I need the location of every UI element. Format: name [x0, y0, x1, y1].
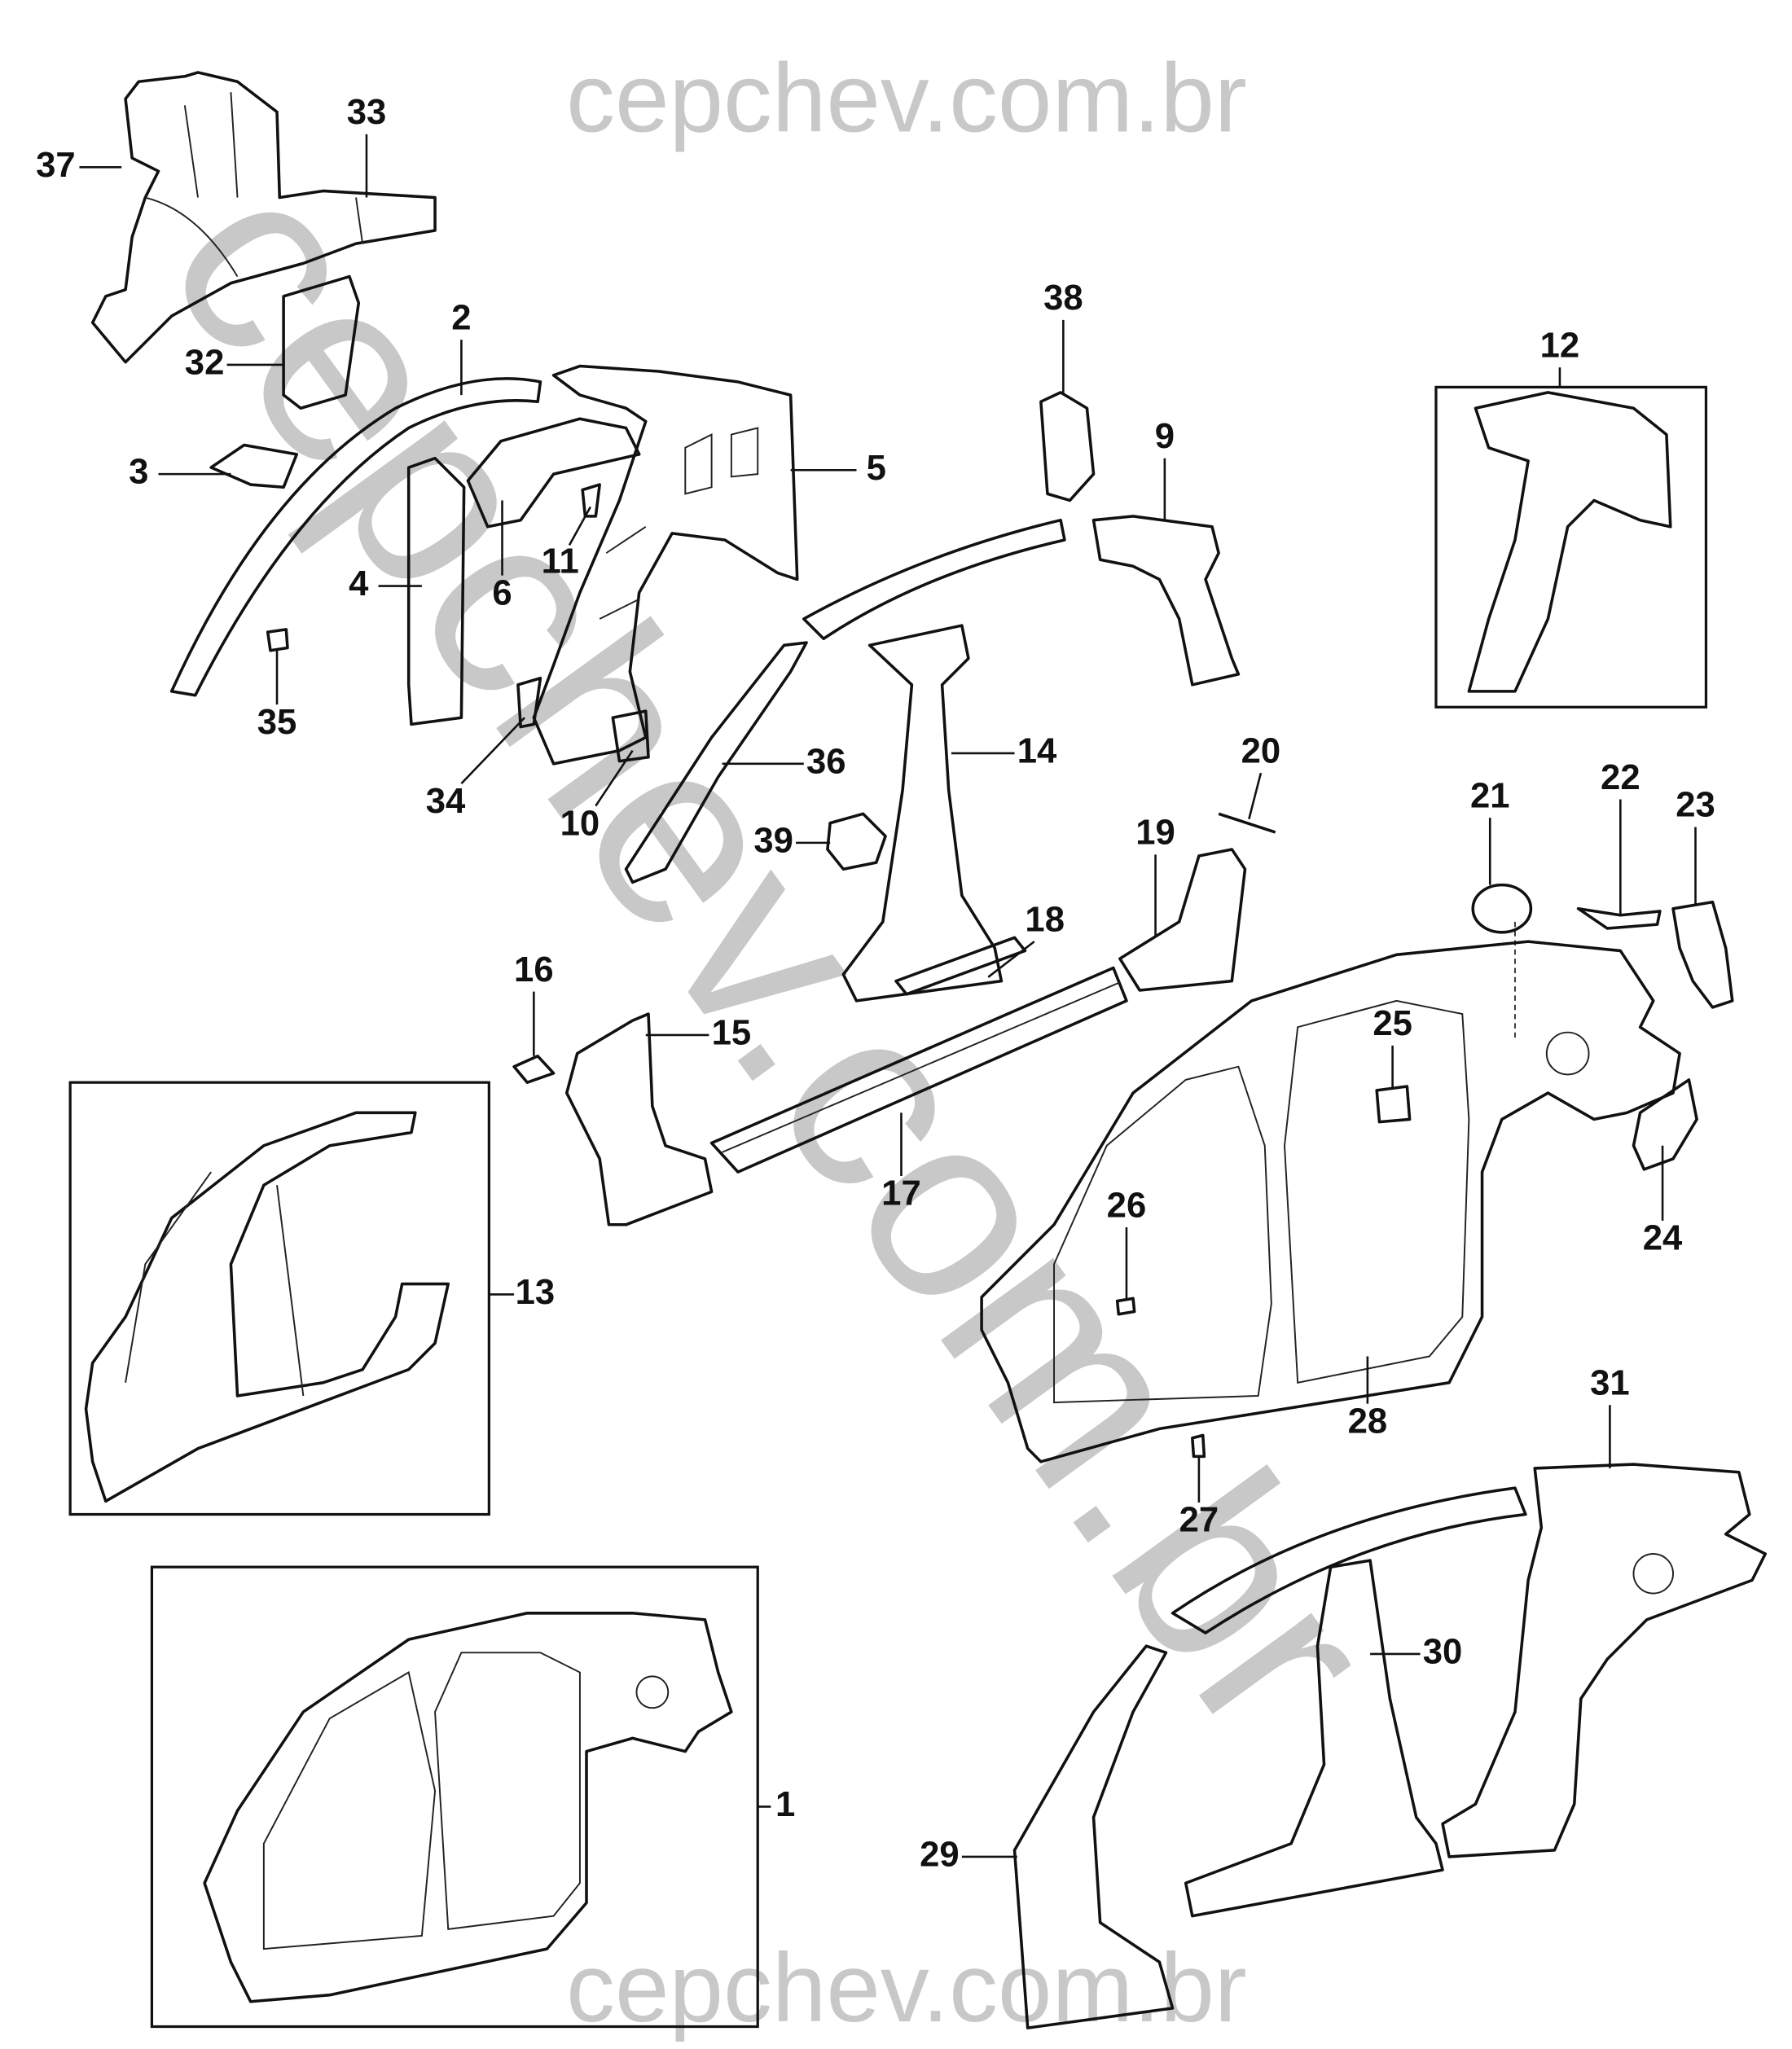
callout-30: 30 — [1423, 1631, 1463, 1671]
callout-32: 32 — [185, 342, 225, 382]
callout-9: 9 — [1155, 416, 1175, 456]
callout-37: 37 — [36, 145, 76, 185]
part-24 — [1632, 1078, 1698, 1171]
callout-22: 22 — [1601, 757, 1640, 797]
callout-16: 16 — [514, 950, 554, 989]
part-35 — [266, 628, 289, 652]
callout-6: 6 — [492, 573, 512, 612]
part-9 — [1091, 515, 1241, 687]
part-23 — [1671, 900, 1734, 1009]
part-11 — [581, 483, 601, 518]
part-16 — [512, 1055, 556, 1084]
part-illustrations — [68, 71, 1767, 2029]
watermark-bottom: cepchev.com.br — [566, 1934, 1247, 2042]
part-38 — [1039, 391, 1096, 502]
callout-38: 38 — [1043, 278, 1083, 318]
callout-23: 23 — [1676, 785, 1715, 825]
part-5-quarter-inner — [532, 364, 799, 766]
leader-line-20 — [1248, 772, 1263, 820]
leader-line-18 — [987, 941, 1035, 978]
callout-15: 15 — [712, 1012, 752, 1052]
part-21-fuel-door — [1471, 883, 1533, 934]
part-28-rear-door-opening — [1284, 999, 1470, 1384]
callout-24: 24 — [1643, 1218, 1683, 1258]
part-17-rocker — [709, 966, 1128, 1174]
callout-21: 21 — [1470, 775, 1510, 815]
callout-5: 5 — [867, 448, 886, 488]
callout-39: 39 — [753, 820, 793, 860]
callout-35: 35 — [257, 702, 297, 742]
part-28-body-side — [980, 940, 1681, 1463]
part-28-front-door-opening — [1053, 1065, 1272, 1404]
part-2-roof-rail — [169, 377, 542, 697]
box-12 — [1434, 385, 1708, 709]
box-13 — [68, 1081, 490, 1516]
callout-27: 27 — [1179, 1500, 1219, 1540]
callout-3: 3 — [129, 452, 148, 492]
part-4-pillar — [406, 456, 466, 726]
part-26 — [1115, 1297, 1136, 1316]
callout-33: 33 — [347, 92, 387, 132]
part-3 — [209, 443, 299, 489]
part-22 — [1576, 906, 1662, 930]
box-1 — [150, 1565, 759, 2029]
callout-11: 11 — [542, 542, 579, 581]
callout-10: 10 — [560, 803, 600, 843]
leader-line-10 — [595, 749, 634, 807]
part-13-inner-frame — [84, 1111, 450, 1503]
part-20 — [1218, 812, 1276, 834]
callout-20: 20 — [1241, 731, 1281, 770]
leader-line-11 — [568, 506, 591, 546]
part-18 — [894, 936, 1027, 996]
callout-18: 18 — [1025, 899, 1065, 939]
part-30-center-section — [1171, 1486, 1527, 1634]
part-33-wheelhouse — [90, 71, 437, 364]
part-32 — [282, 274, 361, 410]
part-10 — [611, 709, 650, 763]
callout-25: 25 — [1373, 1003, 1412, 1043]
callout-4: 4 — [349, 564, 369, 603]
part-39 — [826, 812, 887, 871]
part-29-front-pillar — [1012, 1644, 1175, 2029]
part-roof-rail-center — [802, 518, 1066, 641]
part-31-quarter-panel — [1441, 1463, 1767, 1858]
leader-line-34 — [460, 717, 525, 784]
part-6 — [466, 417, 641, 529]
part-1-body-side-assembly — [203, 1612, 733, 2003]
watermark-top: cepchev.com.br — [566, 45, 1247, 153]
callout-14: 14 — [1017, 731, 1057, 770]
part-25 — [1375, 1085, 1412, 1124]
callout-28: 28 — [1348, 1401, 1388, 1441]
callout-12: 12 — [1540, 325, 1580, 365]
part-14-b-pillar — [841, 624, 1004, 1003]
part-19 — [1118, 848, 1247, 992]
callout-1: 1 — [775, 1784, 795, 1824]
callout-2: 2 — [451, 297, 471, 337]
part-34 — [516, 676, 542, 729]
callout-13: 13 — [516, 1272, 556, 1312]
callout-31: 31 — [1590, 1363, 1630, 1403]
callout-29: 29 — [920, 1834, 960, 1874]
callout-26: 26 — [1107, 1185, 1147, 1225]
callout-34: 34 — [426, 781, 466, 821]
part-27 — [1191, 1433, 1206, 1459]
callout-19: 19 — [1135, 813, 1175, 853]
part-12-quarter-inner — [1467, 391, 1672, 693]
part-36-a-pillar — [624, 641, 808, 884]
part-15-hinge-pillar — [564, 1012, 714, 1226]
callout-17: 17 — [881, 1174, 921, 1213]
callout-36: 36 — [806, 741, 846, 781]
